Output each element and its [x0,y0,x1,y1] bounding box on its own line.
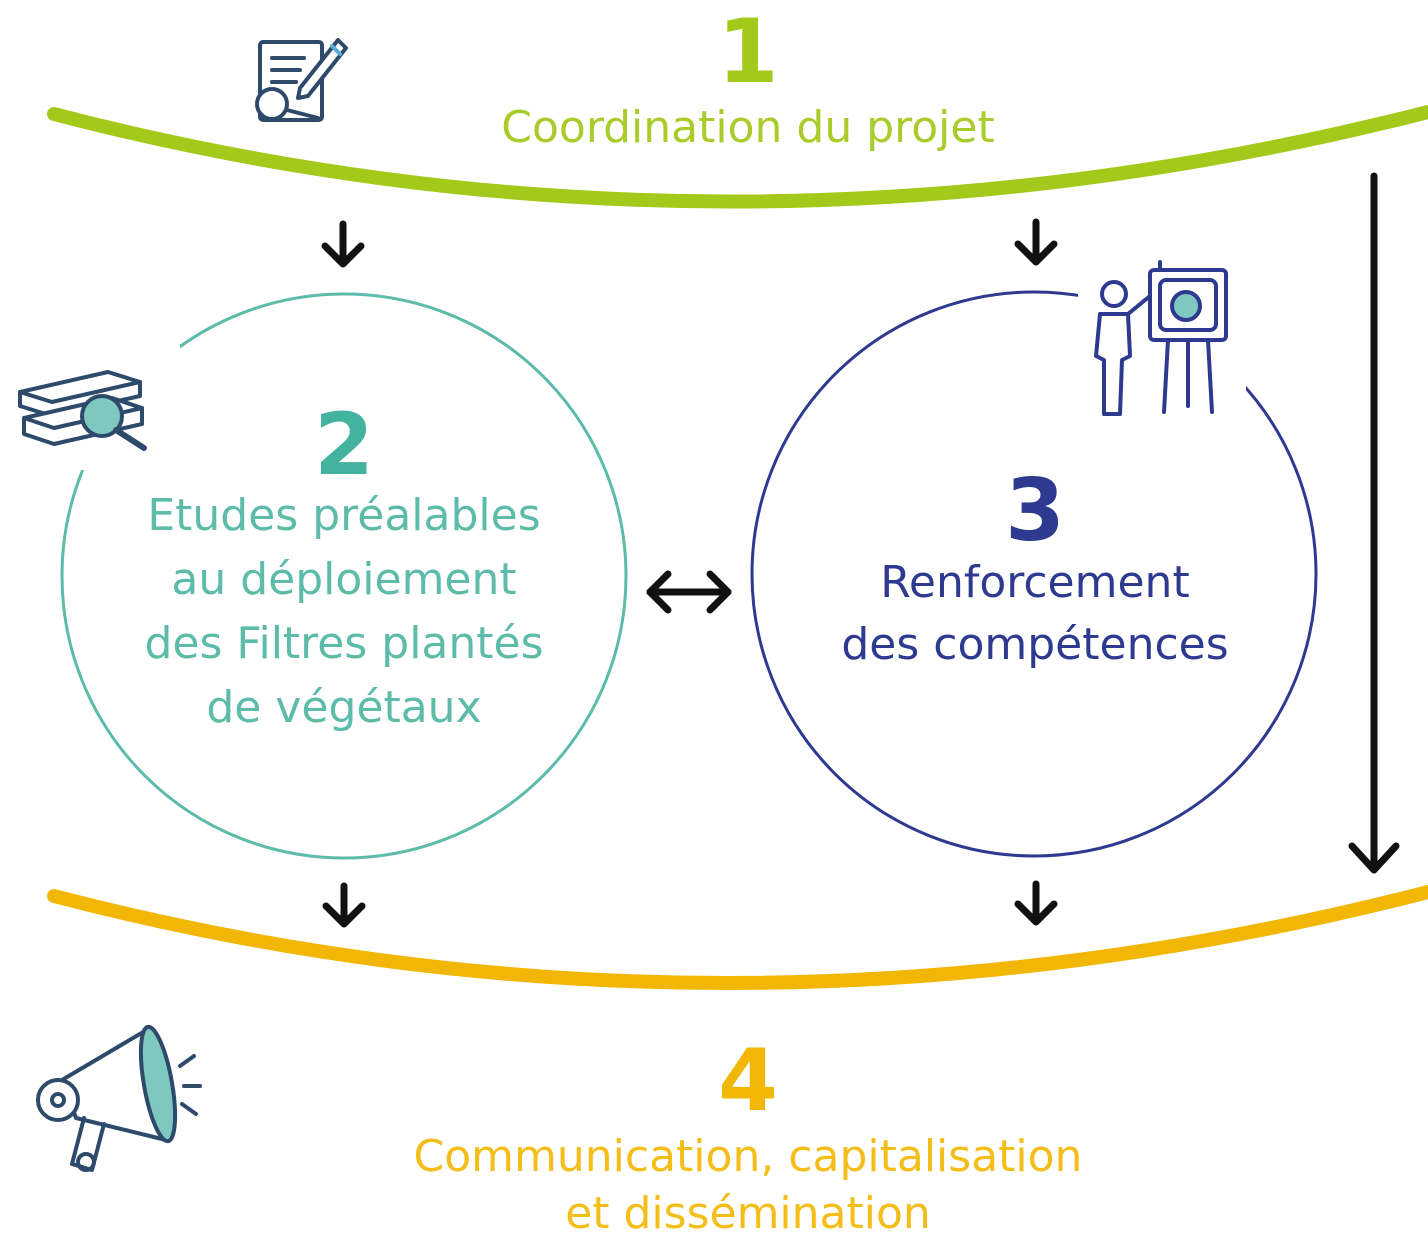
arrow-1-to-4-direct [1348,172,1400,874]
node-3-number: 3 [1005,461,1065,561]
skills-circle [750,290,1318,858]
node-2-label-line: Etudes préalables [147,490,541,542]
node-2-label-line: au déploiement [171,554,517,606]
node-1-label: Coordination du projet [501,102,995,153]
node-3-label-line: Renforcement [880,557,1190,609]
node-communication: 4 Communication, capitalisation et dissé… [330,1036,1166,1243]
node-coordination: 1 Coordination du projet [378,8,1118,155]
node-4-label: Communication, capitalisation et dissémi… [330,1128,1166,1242]
node-4-label-line: et dissémination [565,1188,931,1240]
node-3-label-line: des compétences [841,618,1229,670]
node-1-number: 1 [717,0,779,103]
node-skills: 3 Renforcement des compétences [780,466,1290,675]
node-2-label-line: de végétaux [206,681,482,733]
node-4-label-line: Communication, capitalisation [413,1131,1083,1183]
coordination-curve [47,105,1428,209]
node-3-label: Renforcement des compétences [780,552,1290,675]
node-4-number: 4 [718,1031,778,1131]
node-studies: 2 Etudes préalables au déploiement des F… [94,400,594,739]
node-2-label: Etudes préalables au déploiement des Fil… [94,484,594,739]
communication-curve [47,885,1428,990]
node-2-label-line: des Filtres plantés [144,617,544,669]
books-search-icon [18,370,147,451]
arrow-2-3-bidirectional [646,570,732,614]
megaphone-icon [36,1024,202,1172]
arrow-1-to-3 [1014,218,1058,266]
arrow-2-to-4 [322,882,366,928]
arrow-1-to-2 [321,220,365,268]
arrow-3-to-4 [1014,880,1058,926]
document-edit-icon [255,38,348,122]
node-2-number: 2 [314,395,374,495]
studies-circle [60,292,628,860]
presenter-board-icon [1094,260,1228,416]
